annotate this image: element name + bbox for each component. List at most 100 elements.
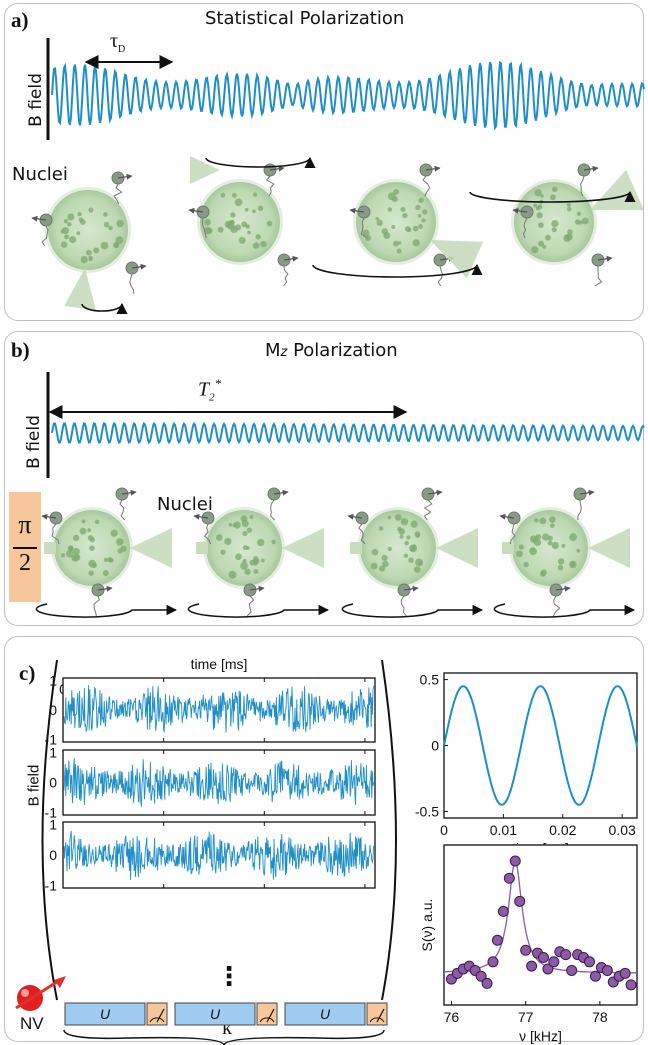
nucleon-dot <box>232 193 237 198</box>
spin-trace <box>113 183 123 205</box>
nv-spin-highlight <box>21 989 29 997</box>
spin-trace <box>201 217 207 239</box>
tau-label: τD <box>110 30 125 55</box>
nucleon-dot <box>412 239 420 247</box>
nucleus-b-3 <box>357 507 439 589</box>
spin-b-3-2 <box>347 511 369 545</box>
sin-y-tick-label: 0.5 <box>420 672 440 688</box>
nv-spin-arrowhead-icon <box>54 976 66 988</box>
nucleon-dot <box>387 192 396 201</box>
nucleon-dot <box>67 545 74 552</box>
spectrum-point <box>542 963 554 975</box>
spin-arrow <box>512 207 528 214</box>
nucleon-dot <box>60 241 68 248</box>
nucleon-dot <box>228 522 233 527</box>
gate-box-1 <box>64 1002 146 1026</box>
nucleon-dot <box>404 540 409 546</box>
nucleon-dot <box>220 549 226 555</box>
spec-x-axis-label: ν [kHz] <box>519 1028 562 1044</box>
nucleon-dot <box>379 565 386 572</box>
nucleon-dot <box>61 553 66 558</box>
nucleon-dot <box>382 560 389 568</box>
nucleon-dot <box>88 257 93 262</box>
panel-b-label: b) <box>11 338 30 362</box>
nucleon-dot <box>71 554 79 562</box>
nucleon-dot <box>537 204 543 210</box>
nucleon-dot <box>394 514 402 521</box>
nucleus-body <box>512 510 588 586</box>
tau-symbol: τ <box>110 30 119 52</box>
spin-arrow <box>425 165 441 172</box>
spin-arrow <box>121 489 137 496</box>
nucleon-dot <box>77 211 82 217</box>
left-y-tick-label: 0 <box>49 775 57 791</box>
nucleon-dot <box>88 207 94 213</box>
nucleon-dot <box>557 558 565 565</box>
nucleon-dot <box>67 222 72 227</box>
spin-trace <box>423 499 433 521</box>
spin-b-2-3 <box>243 583 265 617</box>
nucleon-dot <box>116 219 124 228</box>
nucleon-dot <box>406 535 411 540</box>
pulse-divider <box>13 547 37 549</box>
spin-a-4-2 <box>591 253 613 287</box>
meter-needle-icon <box>376 1008 385 1023</box>
meter-needle-icon <box>156 1008 165 1023</box>
nucleon-dot <box>397 241 402 245</box>
left-y-tick-label: -1 <box>45 877 58 893</box>
spin-arrow <box>349 207 365 214</box>
spin-b-1-3 <box>91 583 113 617</box>
nucleus-body <box>200 182 280 262</box>
field-cone-a-3 <box>430 240 484 279</box>
nucleon-dot <box>400 518 409 526</box>
nucleon-dot <box>418 224 423 229</box>
spin-trace <box>51 523 60 545</box>
noise-trace-2 <box>63 758 375 807</box>
nucleus-body <box>48 190 128 270</box>
nucleon-dot <box>204 218 211 226</box>
spectrum-point <box>537 951 549 963</box>
sin-x-tick-label: 0.02 <box>549 822 576 838</box>
field-cone-a-4 <box>590 169 644 211</box>
spectrum-point <box>566 964 578 976</box>
nucleus-body <box>360 510 436 586</box>
nv-spin-arrow-icon <box>15 978 61 1010</box>
sin-x-tick-label: 0.01 <box>490 822 517 838</box>
spin-trace <box>283 265 289 287</box>
spin-a-2-1 <box>188 205 210 239</box>
nucleon-dot <box>399 534 404 539</box>
nucleon-dot <box>103 221 110 228</box>
nucleon-dot <box>103 212 108 217</box>
panel-b-signal-trace <box>51 421 645 445</box>
spin-trace <box>594 265 603 287</box>
nucleon-dot <box>260 558 265 563</box>
spin-arrow <box>117 173 133 180</box>
nucleon-dot <box>266 220 273 227</box>
nucleon-dot <box>542 244 547 249</box>
spectrum-point <box>520 944 532 956</box>
spin-arrow <box>249 585 265 592</box>
nucleon-dot <box>533 538 542 547</box>
spin-a-1-2 <box>125 261 147 295</box>
nucleon-dot <box>88 570 94 576</box>
nucleon-dot <box>271 539 276 545</box>
nucleon-dot <box>566 202 571 207</box>
nucleon-dot <box>116 538 124 546</box>
nucleon-dot <box>410 520 418 528</box>
nucleon-dot <box>228 570 237 579</box>
nucleon-dot <box>417 213 422 218</box>
t2-label: T2* <box>198 376 221 404</box>
spin-b-3-3 <box>397 583 419 617</box>
nucleon-dot <box>257 205 264 211</box>
spectrum-point <box>601 964 613 976</box>
nucleon-dot <box>408 557 414 563</box>
precession-orbit-a-2 <box>81 302 128 315</box>
nucleon-dot <box>240 562 248 570</box>
spectrum-point <box>548 956 560 968</box>
meter-arc-icon <box>149 1017 165 1023</box>
nucleon-dot <box>540 194 544 198</box>
nucleon-dot <box>244 207 249 212</box>
nucleon-dot <box>396 248 402 254</box>
nucleon-dot <box>85 249 92 256</box>
spin-b-1-1 <box>115 487 137 521</box>
